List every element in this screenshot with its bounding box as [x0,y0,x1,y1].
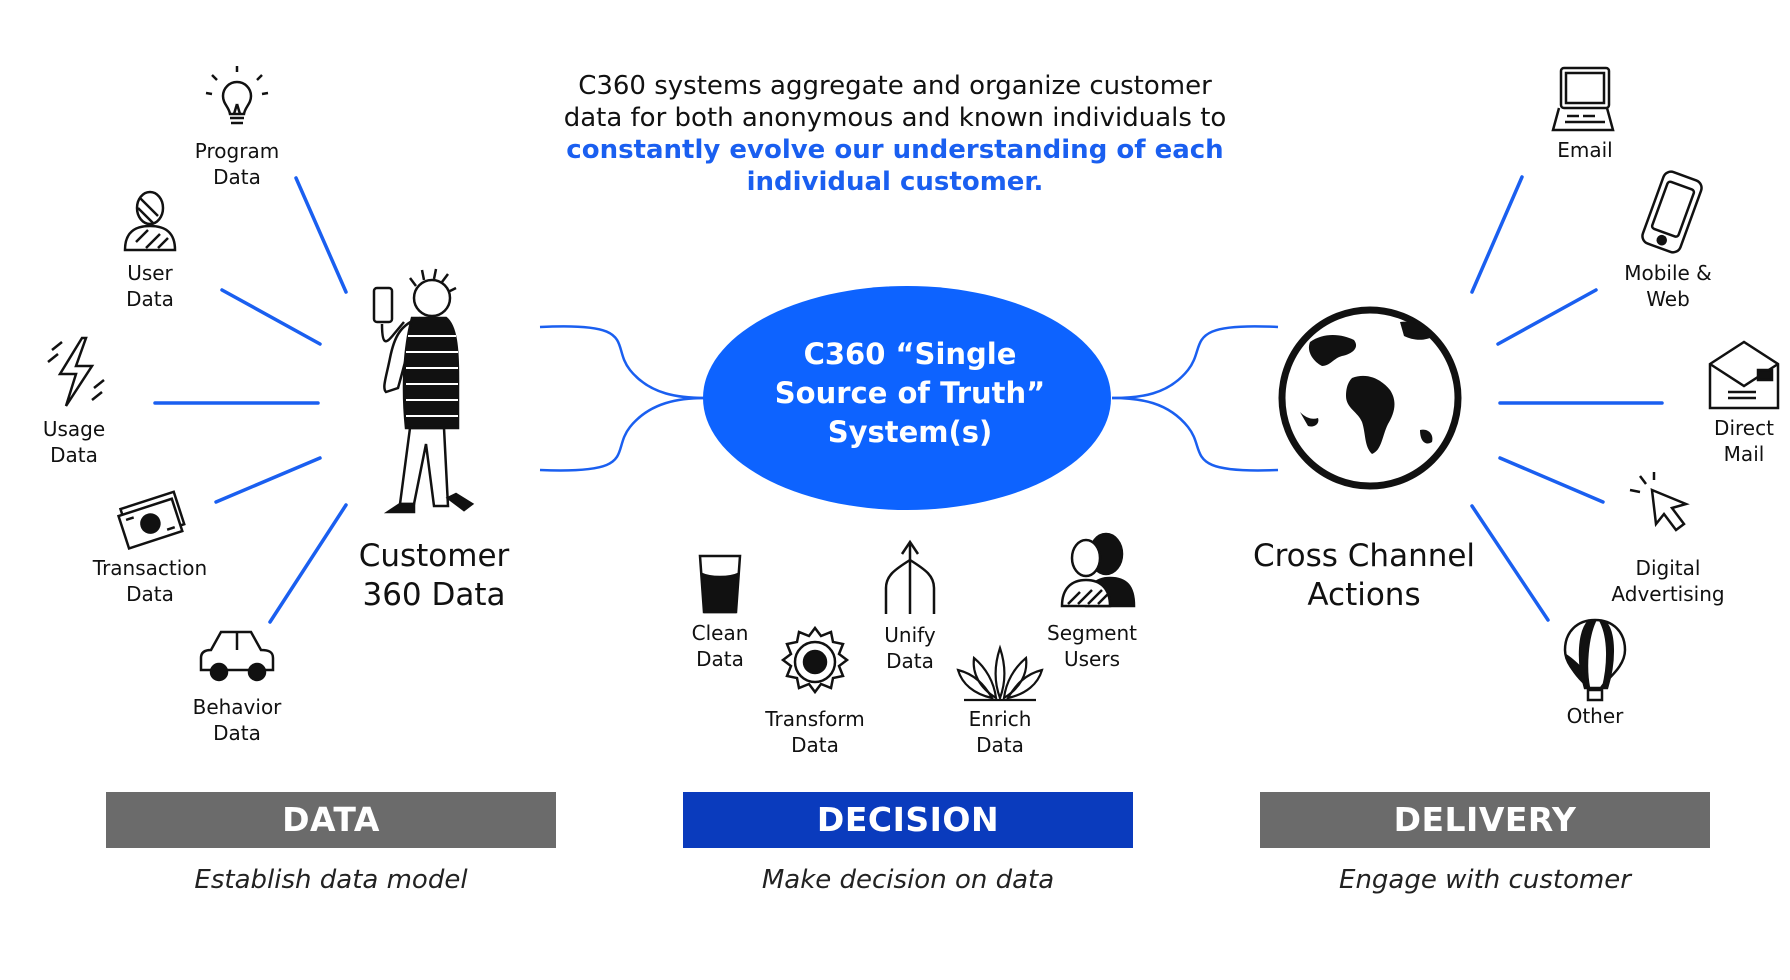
spoke-user [220,288,322,346]
spoke-email [1470,175,1524,294]
gear-icon [780,625,850,695]
channel-label-advertising: Digital Advertising [1611,556,1725,606]
spoke-program [294,176,348,294]
channel-label-email: Email [1557,138,1613,162]
data-source-label-program: Program Data [194,139,280,189]
band-data: DATA [106,792,556,848]
cash-bills-icon [116,490,186,550]
envelope-icon [1708,340,1780,410]
customer-figure-icon [372,268,475,514]
laptop-icon [1551,66,1615,132]
smartphone-icon [1641,170,1703,254]
hub-ellipse [703,286,1111,510]
spoke-behavior [268,503,348,624]
connector-out-bottom [1111,396,1279,472]
decision-label-transform: Transform Data [765,707,865,757]
hub-label: C360 “Single Source of Truth” System(s) [774,337,1046,449]
cursor-click-icon [1629,472,1690,532]
decision-label-segment: Segment Users [1047,621,1137,671]
connector-in-bottom [539,396,706,472]
connector-in-top [539,325,706,400]
channel-label-mobile: Mobile & Web [1624,261,1712,311]
decision-label-unify: Unify Data [884,623,936,673]
user-group-icon [1060,532,1136,608]
spoke-advertising [1498,456,1605,504]
merging-arrows-icon [884,539,936,614]
lightning-bolt-icon [47,336,105,407]
water-glass-icon [698,554,742,614]
data-source-label-transaction: Transaction Data [92,556,208,606]
user-silhouette-icon [123,190,177,252]
car-icon [199,630,275,682]
spoke-mobile [1496,288,1598,346]
caption-delivery: Engage with customer [1339,865,1631,895]
hub-connectors [539,325,1279,472]
lightbulb-icon [205,66,269,125]
customer-label: Customer 360 Data [358,538,510,613]
decision-label-enrich: Enrich Data [968,707,1032,757]
lotus-icon [956,644,1044,702]
spoke-other [1470,504,1550,622]
channel-label-other: Other [1566,704,1624,728]
hot-air-balloon-icon [1563,618,1627,702]
headline: C360 systems aggregate and organize cust… [560,70,1230,198]
headline-text: C360 systems aggregate and organize cust… [563,71,1227,133]
data-source-label-behavior: Behavior Data [192,695,282,745]
decision-label-clean: Clean Data [691,621,749,671]
channel-spokes [1470,175,1664,622]
caption-data: Establish data model [194,865,468,895]
data-source-spokes [153,176,348,624]
spoke-transaction [214,456,322,504]
data-source-label-user: User Data [126,261,174,311]
data-source-label-usage: Usage Data [42,417,106,467]
caption-decision: Make decision on data [761,865,1055,895]
band-delivery: DELIVERY [1260,792,1710,848]
channel-label-mail: Direct Mail [1714,416,1774,466]
delivery-label: Cross Channel Actions [1252,538,1476,613]
connector-out-top [1111,325,1279,400]
band-decision: DECISION [683,792,1133,848]
globe-icon [1278,306,1462,490]
headline-highlight: constantly evolve our understanding of e… [566,135,1224,197]
